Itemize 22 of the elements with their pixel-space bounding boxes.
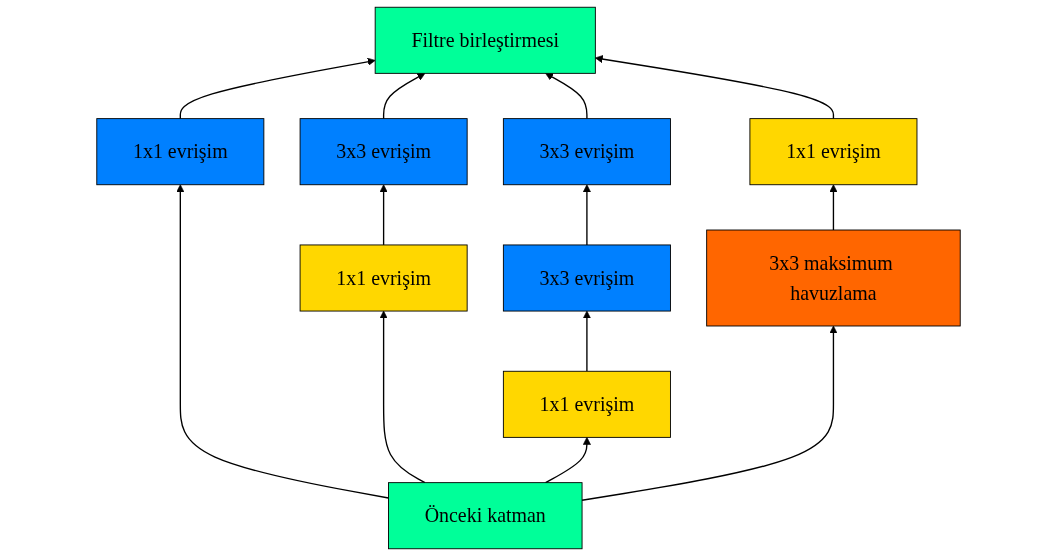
arrow [595, 55, 835, 120]
node-box: 3x3 evrişim [502, 118, 671, 186]
node-box: 1x1 evrişim [749, 118, 918, 186]
node-box: 1x1 evrişim [299, 244, 468, 312]
arrow [379, 184, 388, 246]
arrow [582, 184, 591, 246]
arrow [582, 310, 591, 372]
node-box: 1x1 evrişim [502, 370, 671, 438]
node-box: Filtre birleştirmesi [374, 6, 596, 74]
arrow [581, 325, 838, 501]
node-box: 3x3 evrişim [502, 244, 671, 312]
node-box: Önceki katman [388, 482, 583, 550]
arrow [176, 184, 390, 499]
arrow [829, 184, 838, 231]
node-box: 3x3 evrişim [299, 118, 468, 186]
arrow [382, 73, 426, 120]
arrow [179, 57, 376, 120]
arrow [544, 437, 591, 484]
node-box: 1x1 evrişim [96, 118, 265, 186]
arrow [379, 310, 426, 484]
node-box: 3x3 maksimum havuzlama [706, 229, 961, 327]
arrow [545, 73, 588, 120]
